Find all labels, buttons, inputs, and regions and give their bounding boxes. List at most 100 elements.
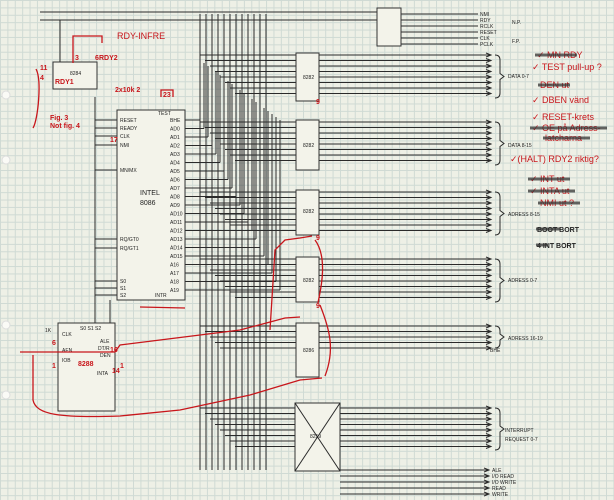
label-bhe: BHE <box>490 348 501 354</box>
label-addr-0-7: ADRESS 0-7 <box>508 278 537 284</box>
pin-den: DEN <box>100 353 111 359</box>
pin-dtr: DT/R <box>98 346 110 352</box>
cpu-pin-right: AD5 <box>170 169 180 175</box>
cpu-pin-right: AD13 <box>170 237 183 243</box>
pin-number: 6 <box>52 340 56 347</box>
control-signal-label: ALE <box>492 468 502 474</box>
pin-number: 17 <box>110 137 118 144</box>
control-signal-label: READ <box>492 486 506 492</box>
cpu-pin-right: A17 <box>170 271 179 277</box>
cpu-pin-right: AD2 <box>170 144 180 150</box>
punch-hole <box>1 155 11 165</box>
top-signal: NMI <box>480 12 489 18</box>
cpu-8086: INTEL 8086 TEST INTR RESETREADYCLKNMIMN/… <box>116 109 186 301</box>
pin-status: S0 S1 S2 <box>80 326 101 332</box>
latch-4-label: 8282 <box>303 278 314 284</box>
cpu-pin-left: RQ/GT1 <box>120 246 139 252</box>
cpu-pin-left: S1 <box>120 286 126 292</box>
red-note: ✓ DBEN vänd <box>532 95 589 105</box>
top-signal: RESET <box>480 30 497 36</box>
chip-latch-1 <box>295 52 320 102</box>
pin-ale: ALE <box>100 339 110 345</box>
clock-gen-chip <box>376 7 402 47</box>
chip-transceiver <box>295 322 320 378</box>
cpu-model: 8086 <box>140 200 156 207</box>
chip-8086 <box>116 109 186 301</box>
cpu-pin-right: AD1 <box>170 135 180 141</box>
cpu-pin-left: RQ/GT0 <box>120 237 139 243</box>
pin-number: 14 <box>112 368 120 375</box>
red-note: ✓(HALT) RDY2 riktig? <box>510 154 599 164</box>
punch-hole <box>1 320 11 330</box>
pin-number: 9 <box>316 303 320 310</box>
pin-number: 9 <box>316 235 320 242</box>
chip-label-8284: 8284 <box>70 71 81 77</box>
bus-brace <box>494 407 505 451</box>
chip-8288-group: S0 S1 S2 CLK AEN IOB ALE DT/R DEN INTA 8… <box>57 322 116 412</box>
pin-number: 4 <box>40 75 44 82</box>
chip-latch-2 <box>295 119 320 171</box>
cpu-pin-left: S2 <box>120 293 126 299</box>
cpu-pin-right: AD9 <box>170 203 180 209</box>
cpu-pin-right: AD12 <box>170 229 183 235</box>
bus-wires <box>40 11 493 497</box>
note-rdy1: RDY1 <box>55 79 74 86</box>
transceiver-label: 8286 <box>303 348 314 354</box>
note-fp: F.P. <box>512 39 520 45</box>
note-resistors: 2x10k 2 <box>115 87 140 94</box>
latch-1-label: 8282 <box>303 75 314 81</box>
note-fig4: Not fig. 4 <box>50 123 80 130</box>
pin-test: TEST <box>158 111 171 117</box>
control-signal-label: I/O WRITE <box>492 480 517 486</box>
cpu-pin-right: AD0 <box>170 127 180 133</box>
top-signal: CLK <box>480 36 490 42</box>
top-signal: RCLK <box>480 24 494 30</box>
bus-brace <box>494 325 505 349</box>
control-signal-label: WRITE <box>492 492 509 498</box>
control-signal-label: I/O READ <box>492 474 514 480</box>
chip-latch-4 <box>295 256 320 303</box>
red-note: ✓ TEST pull-up ? <box>532 62 602 72</box>
cpu-pin-right: AD11 <box>170 220 182 226</box>
latch-3-label: 8282 <box>303 209 314 215</box>
note-np: N.P. <box>512 20 521 26</box>
note-fig3: Fig. 3 <box>50 115 68 122</box>
red-note: ✓ RESET-krets <box>532 112 595 122</box>
bus-brace <box>494 258 505 303</box>
label-addr-16-19: ADRESS 16-19 <box>508 336 543 342</box>
pin-clk: CLK <box>62 332 72 338</box>
top-signal: RDY <box>480 18 491 24</box>
label-data-8-15: DATA 8-15 <box>508 143 532 149</box>
cpu-pin-right: AD4 <box>170 161 180 167</box>
chip-8288 <box>57 322 116 412</box>
cpu-pin-left: S0 <box>120 279 126 285</box>
chip-8284 <box>52 61 98 90</box>
latch-2-label: 8282 <box>303 143 314 149</box>
pin-number: 11 <box>40 65 48 72</box>
cpu-pin-left: RESET <box>120 118 137 124</box>
cpu-pin-right: AD8 <box>170 195 180 201</box>
pin-iob: IOB <box>62 358 71 364</box>
pin-number: 23 <box>163 92 171 99</box>
pic-label: 8259 <box>310 434 321 440</box>
cpu-pin-left: NMI <box>120 143 129 149</box>
punch-hole <box>1 390 11 400</box>
label-addr-8-15: ADRESS 8-15 <box>508 212 540 218</box>
top-signal: PCLK <box>480 42 494 48</box>
chip-label-8288: 8288 <box>78 361 94 368</box>
label-data-0-7: DATA 0-7 <box>508 74 529 80</box>
note-4-int-bort: 4 INT BORT <box>537 243 577 250</box>
pin-number: 1 <box>52 363 56 370</box>
cpu-pin-right: AD14 <box>170 246 183 252</box>
cpu-pin-right: A16 <box>170 263 179 269</box>
cpu-pin-right: AD15 <box>170 254 183 260</box>
cpu-pin-right: AD10 <box>170 212 183 218</box>
note-rdy-interface: RDY-INFRE <box>117 31 165 41</box>
pin-inta: INTA <box>97 371 109 377</box>
cpu-pin-right: A19 <box>170 288 179 294</box>
cpu-pin-right: A18 <box>170 280 179 286</box>
cpu-name: INTEL <box>140 190 160 197</box>
cpu-pin-right: BHE <box>170 118 181 124</box>
bus-brace <box>494 191 505 236</box>
